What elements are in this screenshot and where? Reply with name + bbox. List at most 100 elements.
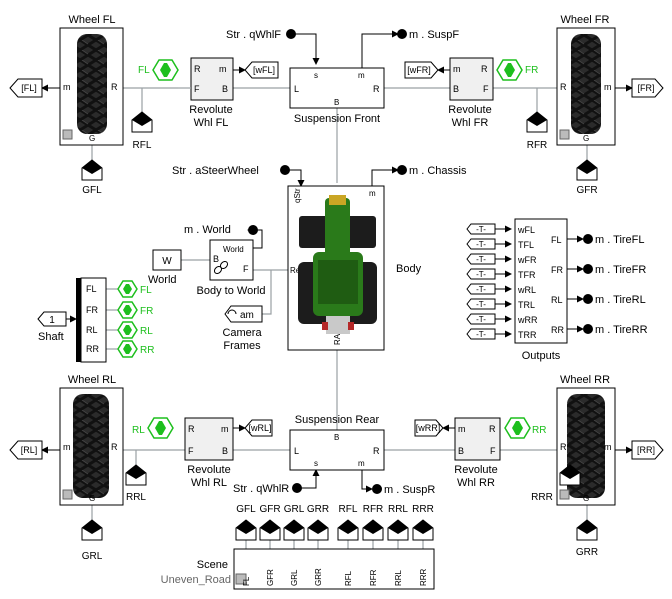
revolute-fl-port-m: m	[219, 64, 227, 74]
goto-tag-fr[interactable]: [FR]	[631, 78, 664, 98]
scene-inport-label: GRR	[307, 504, 329, 515]
goto-tag-fl[interactable]: [FL]	[9, 78, 43, 98]
scene-inport-rrl[interactable]: RRL	[387, 504, 409, 541]
port-rrr[interactable]: RRR	[531, 464, 581, 503]
revolute-rl-block[interactable]: R m F B Revolute Whl RL	[184, 417, 234, 489]
wheel-fr-title: Wheel FR	[561, 14, 610, 26]
susp-rear-port-r: R	[373, 446, 380, 456]
signal-m-world[interactable]: m . World	[184, 224, 258, 236]
port-grl[interactable]: GRL	[81, 519, 103, 562]
wheel-rl-block[interactable]: Wheel RL m R G	[59, 374, 124, 506]
revolute-rr-port-r: R	[489, 424, 496, 434]
susp-rear-port-l: L	[294, 446, 299, 456]
wheel-fl-port-m: m	[63, 82, 71, 92]
outputs-in-port-wrl: wRL	[517, 285, 536, 295]
shaft-conn-tag-rr[interactable]: RR	[117, 340, 154, 358]
wheel-fr-port-r: R	[560, 82, 567, 92]
revolute-fr-block[interactable]: m R B F Revolute Whl FR	[448, 57, 494, 129]
port-grr[interactable]: GRR	[576, 519, 598, 558]
port-rrl[interactable]: RRL	[125, 464, 147, 503]
conn-tag-fl-label: FL	[138, 65, 150, 76]
btw-port-world: World	[223, 245, 244, 254]
signal-asteer[interactable]: Str . aSteerWheel	[172, 165, 290, 177]
port-gfl-label: GFL	[82, 185, 102, 196]
goto-tag-wrl[interactable]: [wRL]	[244, 419, 273, 437]
revolute-rl-port-f: F	[188, 446, 194, 456]
signal-qwhlr[interactable]: Str . qWhlR	[233, 483, 302, 495]
shaft-port-rr: RR	[86, 344, 99, 354]
scene-inport-gfr[interactable]: GFR	[259, 504, 281, 541]
wheel-rr-port-m: m	[604, 442, 612, 452]
signal-m-suspr[interactable]: m . SuspR	[372, 484, 435, 496]
port-rfl[interactable]: RFL	[131, 111, 153, 151]
from-tag-wrl[interactable]: -T-	[466, 283, 512, 295]
revolute-rl-label-2: Whl RL	[191, 477, 227, 489]
revolute-fr-port-b: B	[453, 84, 459, 94]
revolute-rr-block[interactable]: m R B F Revolute Whl RR	[454, 417, 501, 489]
shaft-block[interactable]: 1 Shaft FL FR RL RR FL FR RL RR	[37, 277, 154, 363]
susp-front-port-m: m	[358, 71, 365, 80]
outputs-block[interactable]: Outputs -T-wFL-T-TFL-T-wFR-T-TFR-T-wRL-T…	[466, 218, 648, 362]
shaft-constant[interactable]: 1	[37, 311, 67, 327]
from-tag-wrr[interactable]: -T-	[466, 313, 512, 325]
goto-tag-wfl[interactable]: [wFL]	[244, 61, 279, 79]
body-block[interactable]: qStr m Ref RA Body	[287, 185, 422, 351]
conn-tag-rl[interactable]: RL	[132, 417, 174, 439]
wheel-fl-block[interactable]: Wheel FL m R G	[59, 14, 124, 146]
scene-inport-grr[interactable]: GRR	[307, 504, 329, 541]
signal-m-suspf[interactable]: m . SuspF	[397, 29, 459, 41]
goto-tag-rr[interactable]: [RR]	[631, 440, 664, 460]
goto-tag-wfr[interactable]: [wFR]	[404, 61, 439, 79]
goto-tag-fr-label: [FR]	[638, 83, 655, 93]
suspension-front-block[interactable]: L R s m B Suspension Front	[289, 67, 385, 125]
shaft-constant-value: 1	[49, 315, 55, 326]
revolute-fr-label-1: Revolute	[448, 104, 491, 116]
from-tag-tfr[interactable]: -T-	[466, 268, 512, 280]
scene-inport-gfl[interactable]: GFL	[235, 504, 257, 541]
from-tag-wfr[interactable]: -T-	[466, 253, 512, 265]
scene-inport-rrr[interactable]: RRR	[412, 504, 434, 541]
revolute-fl-port-f: F	[194, 84, 200, 94]
body-port-m: m	[369, 189, 376, 198]
scene-block[interactable]: Scene Uneven_Road GFLFLGFRGFRGRLGRLGRRGR…	[161, 504, 435, 590]
from-tag-trr[interactable]: -T-	[466, 328, 512, 340]
from-tag-trl[interactable]: -T-	[466, 298, 512, 310]
goto-tag-rr-label: [RR]	[637, 445, 655, 455]
wheel-fr-block[interactable]: Wheel FR R m G	[556, 14, 616, 146]
shaft-conn-tag-fr[interactable]: FR	[117, 301, 153, 319]
signal-tire-fl[interactable]: m . TireFL	[567, 234, 645, 246]
from-tag-wfl[interactable]: -T-	[466, 223, 512, 235]
signal-tire-rl[interactable]: m . TireRL	[567, 294, 646, 306]
conn-tag-rl-label: RL	[132, 425, 145, 436]
body-to-world-block[interactable]: World B F Body to World	[197, 239, 266, 297]
signal-tire-label: m . TireRL	[595, 294, 646, 306]
conn-tag-fl[interactable]: FL	[138, 59, 179, 81]
signal-qwhlf[interactable]: Str . qWhlF	[226, 29, 296, 41]
camera-frames-block[interactable]: am Camera Frames	[222, 305, 263, 352]
scene-inport-rfl[interactable]: RFL	[337, 504, 359, 541]
goto-tag-rl[interactable]: [RL]	[9, 440, 43, 460]
goto-tag-wrr[interactable]: [wRR]	[414, 419, 444, 437]
scene-inport-rfr[interactable]: RFR	[362, 504, 384, 541]
port-gfr[interactable]: GFR	[576, 159, 598, 196]
port-rfr[interactable]: RFR	[526, 111, 548, 151]
shaft-tag-rr-label: RR	[140, 345, 154, 356]
conn-tag-fr[interactable]: FR	[496, 59, 538, 81]
shaft-conn-tag-fl[interactable]: FL	[117, 280, 152, 298]
signal-tire-fr[interactable]: m . TireFR	[567, 264, 646, 276]
world-block[interactable]: W World	[148, 249, 182, 286]
outputs-in-port-wfl: wFL	[517, 225, 535, 235]
suspension-rear-block[interactable]: Suspension Rear L R B s m	[289, 414, 385, 471]
port-gfl[interactable]: GFL	[81, 159, 103, 196]
revolute-rr-label-2: Whl RR	[457, 477, 495, 489]
conn-tag-rr[interactable]: RR	[504, 417, 546, 439]
shaft-conn-tag-rl[interactable]: RL	[117, 321, 153, 339]
world-block-letter: W	[162, 256, 172, 267]
signal-tire-rr[interactable]: m . TireRR	[567, 324, 648, 336]
revolute-fl-block[interactable]: R m F B Revolute Whl FL	[178, 57, 234, 129]
goto-tag-fl-label: [FL]	[21, 83, 37, 93]
camera-label-1: Camera	[222, 327, 262, 339]
signal-m-chassis[interactable]: m . Chassis	[397, 165, 467, 177]
from-tag-tfl[interactable]: -T-	[466, 238, 512, 250]
scene-inport-grl[interactable]: GRL	[283, 504, 305, 541]
